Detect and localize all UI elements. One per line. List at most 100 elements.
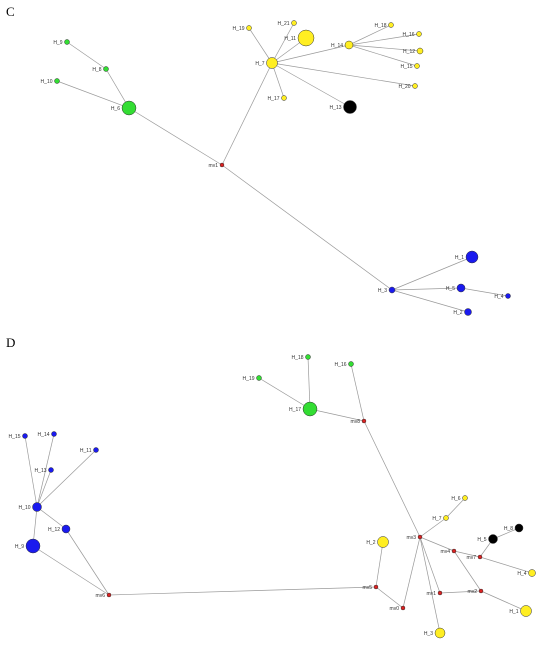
node-d-mv6 [106, 592, 112, 598]
edge-d-h18-h17 [307, 356, 311, 410]
node-d-h9 [25, 538, 41, 554]
edge-c-h14-h12 [348, 44, 421, 52]
node-label-d-h8: H_8 [504, 526, 513, 532]
edge-d-h14-h10 [36, 433, 55, 508]
edge-c-h5-h4 [460, 287, 509, 297]
node-label-d-h3: H_3 [424, 631, 433, 637]
node-label-c-h15: H_15 [401, 64, 413, 70]
node-c-h17 [281, 95, 287, 101]
node-d-h3 [434, 627, 446, 639]
node-label-c-h19: H_19 [233, 26, 245, 32]
node-label-c-h20: H_20 [399, 84, 411, 90]
node-d-h11 [93, 447, 99, 453]
edge-c-mv1-h7 [221, 62, 273, 166]
node-label-c-h21: H_21 [278, 21, 290, 27]
edge-c-h6-mv1 [128, 107, 223, 166]
edge-c-h7-h14 [271, 44, 350, 64]
node-c-h5 [456, 283, 466, 293]
node-label-d-mv1: mv1 [427, 591, 437, 597]
node-label-c-mv1: mv1 [209, 163, 219, 169]
node-c-h8 [103, 66, 109, 72]
node-d-mv3 [417, 534, 423, 540]
node-c-h9 [64, 39, 70, 45]
node-label-d-h14: H_14 [38, 432, 50, 438]
node-label-c-h3: H_3 [378, 288, 387, 294]
edge-d-mv3-mv1 [419, 536, 441, 594]
node-label-c-h16: H_16 [403, 32, 415, 38]
edge-d-h12-mv6 [65, 528, 110, 596]
node-d-mv5 [373, 584, 379, 590]
node-label-c-h2: H_2 [453, 310, 462, 316]
panel-c-network: H_9H_8H_10H_6mv1H_7H_19H_21H_11H_14H_18H… [41, 20, 511, 316]
edge-d-mv4-mv7 [453, 550, 481, 558]
node-label-c-h11: H_11 [284, 36, 296, 42]
edge-d-mv1-mv2 [439, 590, 482, 594]
edge-c-h14-h18 [348, 24, 392, 46]
node-d-h10 [32, 502, 42, 512]
node-c-h10 [54, 78, 60, 84]
node-c-h6 [121, 100, 137, 116]
node-label-d-h4: H_4 [517, 571, 526, 577]
node-d-h14 [51, 431, 57, 437]
node-c-h4 [505, 293, 511, 299]
node-label-c-h6: H_6 [111, 106, 120, 112]
node-c-h2 [464, 308, 472, 316]
edge-d-mv4-mv2 [453, 550, 482, 592]
edge-d-h9-mv6 [32, 545, 110, 596]
node-label-d-h18: H_18 [292, 355, 304, 361]
edge-d-mv6-mv5 [108, 586, 377, 596]
node-label-d-mv6: mv6 [96, 593, 106, 599]
node-d-h1 [520, 605, 532, 617]
node-d-mv4 [451, 548, 457, 554]
node-c-h16 [416, 31, 422, 37]
node-label-c-h4: H_4 [494, 294, 503, 300]
node-d-mv7 [477, 554, 483, 560]
panel-d-edges [24, 356, 533, 634]
node-c-h12 [416, 47, 424, 55]
node-c-h13 [343, 100, 357, 114]
node-label-d-h17: H_17 [289, 407, 301, 413]
node-label-c-h18: H_18 [375, 23, 387, 29]
node-label-c-h14: H_14 [331, 43, 343, 49]
edge-d-mv3-mv0 [402, 536, 421, 609]
node-d-mv1 [437, 590, 443, 596]
node-c-mv1 [219, 162, 225, 168]
edge-d-mv7-h4 [479, 556, 533, 574]
node-c-h21 [291, 20, 297, 26]
node-label-c-h12: H_12 [403, 49, 415, 55]
node-label-d-mv8: mv8 [351, 419, 361, 425]
node-label-d-h2: H_2 [366, 540, 375, 546]
node-c-h3 [388, 286, 396, 294]
node-label-d-h16: H_16 [335, 362, 347, 368]
node-label-d-mv7: mv7 [467, 555, 477, 561]
node-c-h11 [297, 29, 315, 47]
node-label-c-h5: H_5 [446, 286, 455, 292]
node-label-d-h9: H_9 [15, 544, 24, 550]
node-d-h18 [305, 354, 311, 360]
node-label-d-mv3: mv3 [407, 535, 417, 541]
node-label-d-h1: H_1 [509, 609, 518, 615]
edge-d-h11-h10 [36, 449, 97, 508]
edge-d-h15-h10 [24, 435, 38, 508]
node-label-d-mv5: mv5 [363, 585, 373, 591]
edge-c-h9-h8 [66, 41, 107, 70]
node-label-c-h8: H_8 [92, 67, 101, 73]
node-d-h8 [514, 523, 524, 533]
node-d-h17 [302, 401, 318, 417]
node-label-d-h5: H_5 [477, 537, 486, 543]
node-c-h19 [246, 25, 252, 31]
edge-c-h10-h6 [56, 80, 130, 109]
node-d-h5 [488, 534, 498, 544]
node-d-h15 [22, 433, 28, 439]
edge-d-h6-h7 [445, 497, 466, 519]
node-label-c-h10: H_10 [41, 79, 53, 85]
node-c-h18 [388, 22, 394, 28]
edge-d-mv8-mv3 [363, 420, 421, 538]
panel-c-nodes: H_9H_8H_10H_6mv1H_7H_19H_21H_11H_14H_18H… [41, 20, 511, 316]
edge-d-mv3-mv4 [419, 536, 455, 552]
node-label-d-mv0: mv0 [390, 606, 400, 612]
node-d-mv8 [361, 418, 367, 424]
edge-d-h16-mv8 [350, 363, 365, 422]
panel-c-edges [56, 22, 509, 313]
